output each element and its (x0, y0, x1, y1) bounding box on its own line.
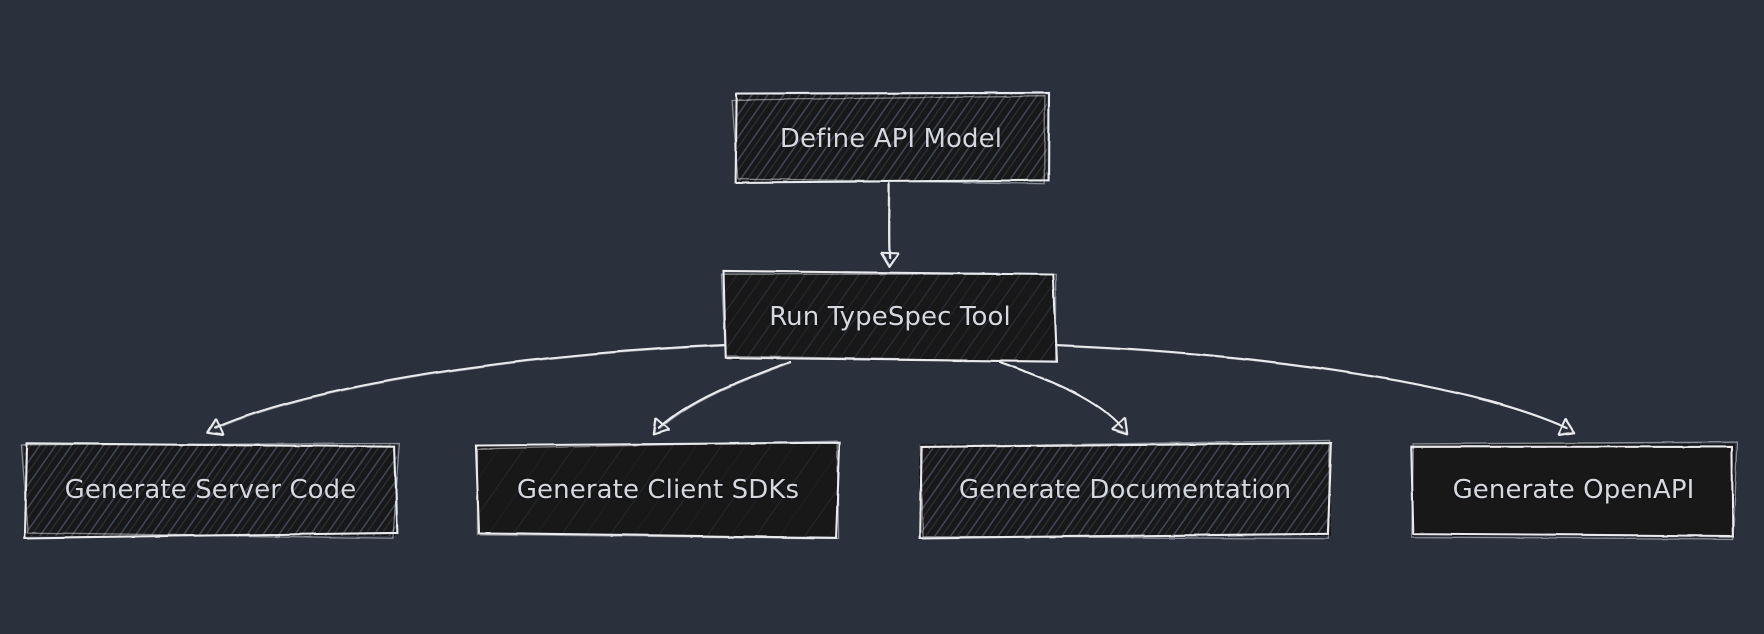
edge-run-to-client-sketch-pass (659, 362, 792, 430)
edge-run-to-docs-arrowhead (1110, 417, 1129, 436)
edge-run-to-server (213, 343, 728, 430)
edge-run-to-openapi-arrowhead (1557, 418, 1576, 437)
node-run-typespec-tool[interactable]: Run TypeSpec Tool (720, 269, 1059, 363)
node-generate-client-sdks[interactable]: Generate Client SDKs (474, 440, 841, 540)
node-generate-server-code[interactable]: Generate Server Code (20, 442, 401, 539)
edge-run-to-docs-sketch-pass (1000, 362, 1124, 430)
edge-run-to-client-arrowhead (652, 417, 671, 436)
edge-run-to-openapi-sketch-pass (1056, 345, 1569, 430)
node-label: Generate OpenAPI (1452, 475, 1695, 505)
node-label: Run TypeSpec Tool (769, 301, 1011, 332)
node-label: Generate Client SDKs (516, 475, 800, 505)
edge-run-to-server-sketch-pass (215, 345, 728, 430)
node-define-api-model[interactable]: Define API Model (731, 91, 1051, 185)
edge-run-to-server-arrowhead (206, 418, 225, 437)
edge-run-to-docs (998, 360, 1124, 430)
node-label: Generate Documentation (958, 475, 1292, 505)
node-generate-openapi[interactable]: Generate OpenAPI (1410, 441, 1739, 540)
edge-run-to-openapi (1054, 343, 1569, 430)
edge-run-to-client (657, 360, 792, 430)
edge-define-to-run-arrowhead (879, 251, 900, 268)
node-generate-documentation[interactable]: Generate Documentation (919, 439, 1333, 540)
node-label: Define API Model (779, 123, 1003, 154)
node-label: Generate Server Code (64, 475, 357, 505)
